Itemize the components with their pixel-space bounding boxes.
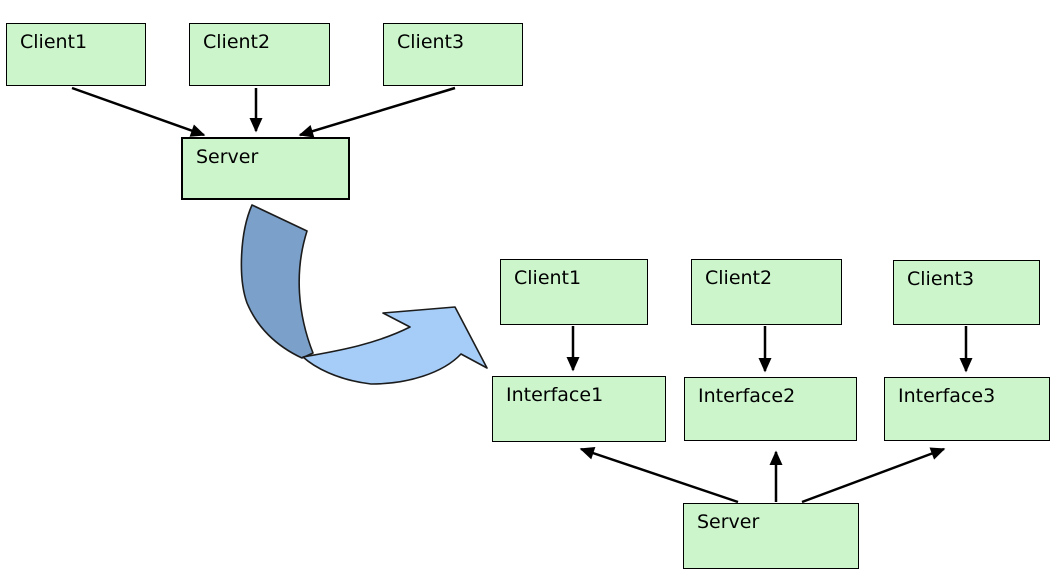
curved-arrow-head xyxy=(302,306,488,385)
node-after-client2: Client2 xyxy=(691,259,842,325)
curved-arrow-tail xyxy=(240,204,314,359)
edge-before-client1-server xyxy=(71,86,206,137)
node-after-interface1: Interface1 xyxy=(492,376,666,442)
edge-after-server-interface3 xyxy=(801,447,946,504)
node-after-client3: Client3 xyxy=(893,260,1040,325)
node-before-client3: Client3 xyxy=(383,23,523,86)
node-after-interface2: Interface2 xyxy=(684,377,857,441)
curved-arrow-icon xyxy=(240,204,488,385)
node-after-interface3: Interface3 xyxy=(884,377,1050,441)
node-after-client1: Client1 xyxy=(500,259,648,325)
node-before-client2: Client2 xyxy=(189,23,330,86)
node-after-server: Server xyxy=(683,503,859,569)
node-before-server: Server xyxy=(181,137,350,200)
edge-before-client3-server xyxy=(298,86,456,138)
node-before-client1: Client1 xyxy=(6,23,146,86)
edge-after-server-interface1 xyxy=(579,446,739,504)
